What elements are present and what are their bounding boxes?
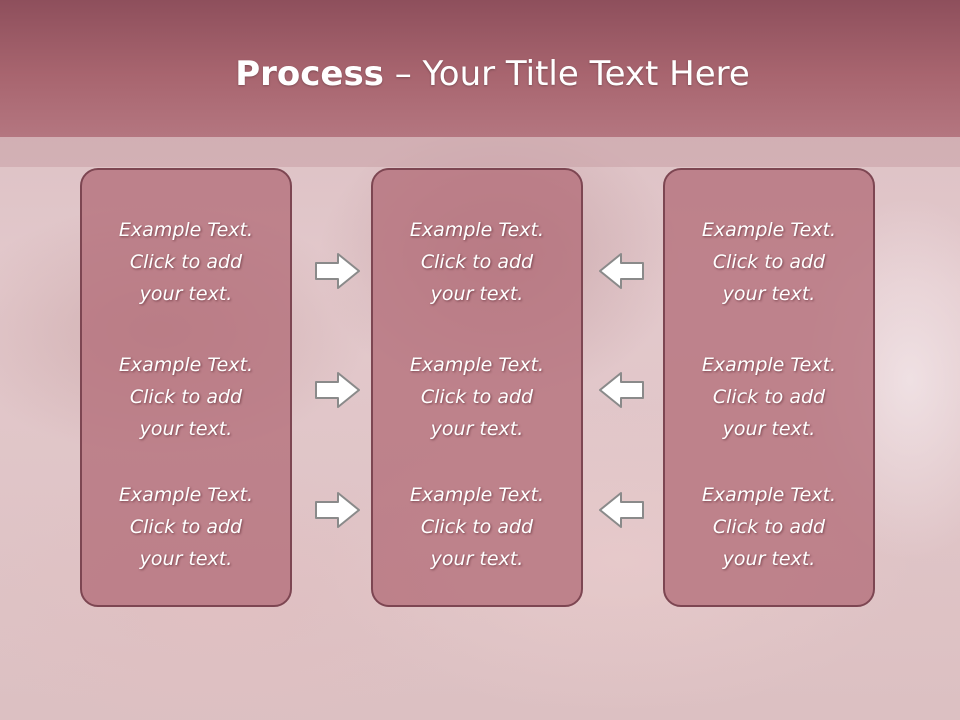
text-line: your text.: [139, 548, 233, 570]
panel-text-block[interactable]: Example Text. Click to add your text.: [82, 349, 290, 445]
text-line: your text.: [430, 548, 524, 570]
text-line: your text.: [430, 283, 524, 305]
text-line: Example Text.: [701, 219, 837, 241]
text-line: Click to add: [712, 386, 826, 408]
panel-text-block[interactable]: Example Text. Click to add your text.: [373, 479, 581, 575]
process-panel-right[interactable]: Example Text. Click to add your text. Ex…: [663, 168, 875, 607]
text-line: Click to add: [420, 386, 534, 408]
right-arrow-icon: [315, 492, 360, 528]
title-bar-band: [0, 137, 960, 167]
text-line: your text.: [139, 283, 233, 305]
text-line: Click to add: [129, 516, 243, 538]
right-arrow-icon: [315, 253, 360, 289]
text-line: Example Text.: [701, 354, 837, 376]
slide-title[interactable]: Process – Your Title Text Here: [0, 52, 960, 96]
panel-text-block[interactable]: Example Text. Click to add your text.: [665, 349, 873, 445]
text-line: your text.: [722, 418, 816, 440]
text-line: your text.: [722, 548, 816, 570]
slide-title-bold: Process: [235, 54, 384, 94]
panel-text-block[interactable]: Example Text. Click to add your text.: [82, 214, 290, 310]
panel-text-block[interactable]: Example Text. Click to add your text.: [665, 479, 873, 575]
text-line: Click to add: [129, 251, 243, 273]
text-line: your text.: [430, 418, 524, 440]
process-panel-left[interactable]: Example Text. Click to add your text. Ex…: [80, 168, 292, 607]
slide-title-rest: – Your Title Text Here: [383, 54, 750, 94]
left-arrow-icon: [599, 492, 644, 528]
process-panel-center[interactable]: Example Text. Click to add your text. Ex…: [371, 168, 583, 607]
text-line: Click to add: [129, 386, 243, 408]
text-line: Example Text.: [409, 354, 545, 376]
title-bar: [0, 0, 960, 137]
panel-text-block[interactable]: Example Text. Click to add your text.: [665, 214, 873, 310]
text-line: Example Text.: [118, 219, 254, 241]
text-line: Click to add: [712, 251, 826, 273]
text-line: Click to add: [712, 516, 826, 538]
right-arrow-icon: [315, 372, 360, 408]
text-line: your text.: [139, 418, 233, 440]
text-line: Example Text.: [409, 484, 545, 506]
panel-text-block[interactable]: Example Text. Click to add your text.: [373, 349, 581, 445]
left-arrow-icon: [599, 372, 644, 408]
text-line: Example Text.: [118, 484, 254, 506]
panel-text-block[interactable]: Example Text. Click to add your text.: [82, 479, 290, 575]
text-line: Example Text.: [701, 484, 837, 506]
panel-text-block[interactable]: Example Text. Click to add your text.: [373, 214, 581, 310]
text-line: Example Text.: [409, 219, 545, 241]
text-line: Click to add: [420, 251, 534, 273]
text-line: Example Text.: [118, 354, 254, 376]
text-line: Click to add: [420, 516, 534, 538]
text-line: your text.: [722, 283, 816, 305]
left-arrow-icon: [599, 253, 644, 289]
